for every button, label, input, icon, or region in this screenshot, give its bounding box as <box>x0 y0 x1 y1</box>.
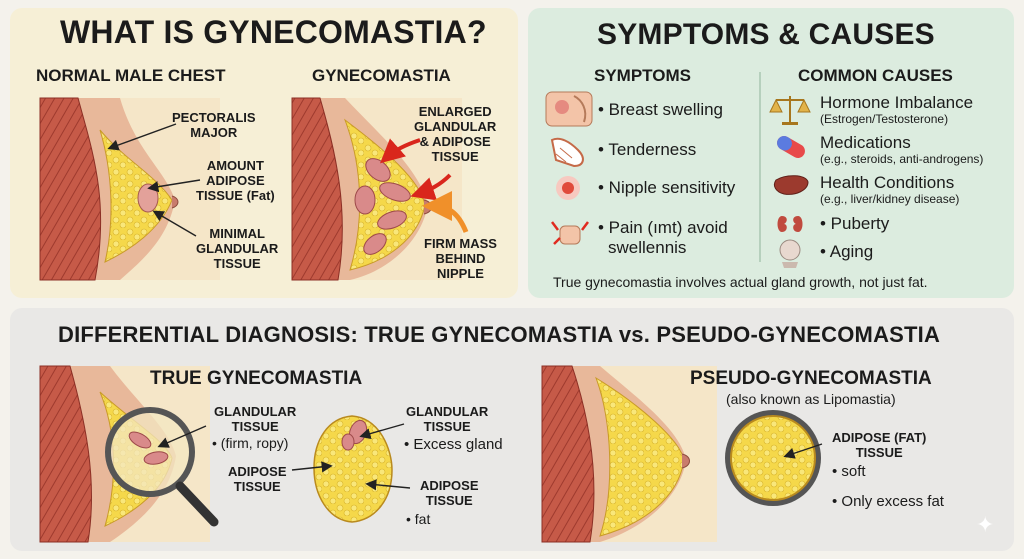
cause-item: Hormone Imbalance(Estrogen/Testosterone) <box>820 93 974 127</box>
cause-item: • Puberty <box>820 214 890 233</box>
hands-icon <box>550 137 584 168</box>
symptoms-note: True gynecomastia involves actual gland … <box>553 274 928 290</box>
pseudo-heading: PSEUDO-GYNECOMASTIA <box>690 368 932 389</box>
chest-hand-icon <box>545 91 593 127</box>
liver-icon <box>773 175 809 195</box>
head-icon <box>779 239 801 268</box>
pseudo-only-fat: • Only excess fat <box>832 493 944 510</box>
pseudo-soft: • soft <box>832 463 866 480</box>
lobe-adipose-note: • fat <box>406 511 431 527</box>
symptom-icons <box>545 91 593 245</box>
gyne-heading: GYNECOMASTIA <box>312 66 451 85</box>
symptom-item: • Breast swelling <box>598 100 724 119</box>
cause-icons <box>769 96 811 268</box>
red-spot-icon <box>556 176 580 200</box>
scale-icon <box>769 96 811 125</box>
symptom-item: • Tenderness <box>598 140 697 159</box>
pseudo-adipose-label: ADIPOSE (FAT)TISSUE <box>832 430 927 460</box>
kidney-icon <box>777 216 803 232</box>
causes-heading: COMMON CAUSES <box>798 66 953 85</box>
cause-item: Medications(e.g., steroids, anti-androge… <box>820 133 984 167</box>
true-gyne-illustration <box>39 365 411 543</box>
diff-title: DIFFERENTIAL DIAGNOSIS: TRUE GYNECOMASTI… <box>58 322 941 347</box>
normal-chest-illustration <box>39 97 220 281</box>
symptoms-title: SYMPTOMS & CAUSES <box>597 18 935 51</box>
symptoms-heading: SYMPTOMS <box>594 66 691 85</box>
symptom-item: • Nipple sensitivity <box>598 178 736 197</box>
true-gland-note: • (firm, ropy) <box>212 435 289 451</box>
normal-heading: NORMAL MALE CHEST <box>36 66 226 85</box>
pill-icon <box>777 136 805 158</box>
fist-pain-icon <box>551 221 589 245</box>
what-title: WHAT IS GYNECOMASTIA? <box>60 14 487 50</box>
sparkle-icon: ✦ <box>976 512 995 537</box>
true-heading: TRUE GYNECOMASTIA <box>150 368 363 389</box>
lobe-gland-note: • Excess gland <box>404 436 503 453</box>
pseudo-gyne-illustration <box>541 365 823 543</box>
pseudo-subheading: (also known as Lipomastia) <box>726 391 896 407</box>
cause-item: • Aging <box>820 242 874 261</box>
gynecomastia-chest-illustration <box>291 97 469 281</box>
cause-item: Health Conditions(e.g., liver/kidney dis… <box>820 173 960 207</box>
symptoms-causes-panel <box>528 8 1014 298</box>
